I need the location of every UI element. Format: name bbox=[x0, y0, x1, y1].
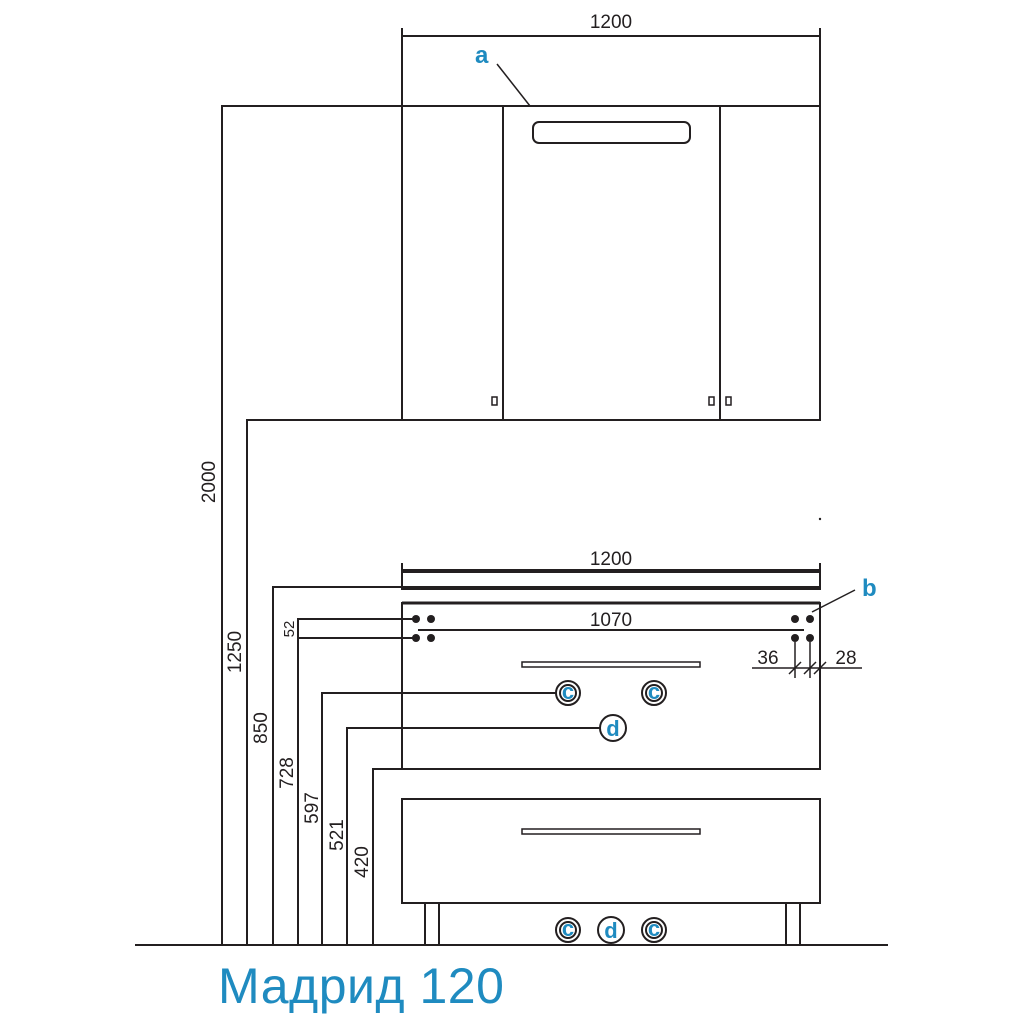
callout-a: a bbox=[475, 42, 531, 107]
mount-point bbox=[806, 615, 814, 623]
callout-b: b bbox=[811, 575, 877, 613]
mirror-handle-right bbox=[725, 396, 732, 406]
mirror-width-dimension: 1200 bbox=[401, 12, 821, 106]
left-mount-offset-label: 36 bbox=[757, 648, 778, 669]
callout-a-label: a bbox=[475, 42, 489, 69]
height-2000-label: 2000 bbox=[199, 461, 220, 503]
height-597-label: 597 bbox=[302, 792, 323, 824]
utility-drain: d bbox=[599, 714, 627, 742]
product-title: Мадрид 120 bbox=[218, 958, 505, 1014]
mirror-light bbox=[532, 121, 691, 144]
height-2000-line bbox=[221, 105, 402, 945]
utility-floor-cold: c bbox=[555, 916, 581, 943]
drain-symbol: d bbox=[606, 716, 619, 741]
mirror-handle-center bbox=[708, 396, 715, 406]
floor-hot-symbol: c bbox=[648, 916, 660, 941]
height-850-line bbox=[272, 586, 820, 945]
height-420-label: 420 bbox=[352, 846, 373, 878]
utility-floor-drain: d bbox=[597, 916, 625, 944]
vanity-upper-handle bbox=[521, 661, 701, 668]
mirror-handle-left bbox=[491, 396, 498, 406]
speck bbox=[818, 517, 822, 521]
floor-cold-symbol: c bbox=[562, 916, 574, 941]
top-offset-label: 52 bbox=[281, 621, 298, 638]
mirror-width-label: 1200 bbox=[590, 12, 632, 33]
cabinet-width-label: 1200 bbox=[590, 549, 632, 570]
height-420-line bbox=[372, 768, 402, 945]
vanity-countertop bbox=[401, 571, 821, 590]
mirror-cabinet-body bbox=[401, 105, 821, 421]
height-597-line bbox=[321, 692, 556, 945]
vanity-lower-drawer bbox=[401, 798, 821, 904]
cabinet-width-dimension: 1200 bbox=[401, 549, 821, 572]
height-dimensions: 2000 1250 850 52 728 597 521 420 bbox=[199, 105, 820, 945]
cold-water-symbol: c bbox=[562, 679, 574, 704]
height-1250-label: 1250 bbox=[225, 631, 246, 673]
height-521-label: 521 bbox=[327, 819, 348, 851]
height-728-line bbox=[297, 618, 416, 945]
utility-floor-hot: c bbox=[641, 916, 667, 943]
mount-point bbox=[791, 615, 799, 623]
mount-point bbox=[791, 634, 799, 642]
vanity-lower-handle bbox=[521, 828, 701, 835]
vanity-leg-right bbox=[785, 902, 801, 946]
mount-offset-dimensions: 36 28 bbox=[752, 642, 862, 678]
vanity-cabinet bbox=[401, 571, 821, 946]
height-521-line bbox=[346, 727, 600, 945]
mount-spacing-dimension: 1070 bbox=[418, 610, 804, 631]
mount-spacing-label: 1070 bbox=[590, 610, 632, 631]
utility-hot-water: c bbox=[641, 679, 667, 706]
mount-points bbox=[412, 615, 814, 642]
right-mount-offset-label: 28 bbox=[835, 648, 856, 669]
utility-cold-water: c bbox=[555, 679, 581, 706]
mount-point bbox=[427, 634, 435, 642]
height-728-label: 728 bbox=[277, 757, 298, 789]
mirror-cabinet bbox=[401, 105, 821, 421]
floor-drain-symbol: d bbox=[604, 918, 617, 943]
height-1250-line bbox=[246, 419, 402, 945]
vanity-leg-left bbox=[424, 902, 440, 946]
callout-b-label: b bbox=[862, 575, 877, 602]
hot-water-symbol: c bbox=[648, 679, 660, 704]
mount-point bbox=[427, 615, 435, 623]
height-850-label: 850 bbox=[251, 712, 272, 744]
mount-point bbox=[806, 634, 814, 642]
vanity-upper-drawer bbox=[401, 602, 821, 770]
